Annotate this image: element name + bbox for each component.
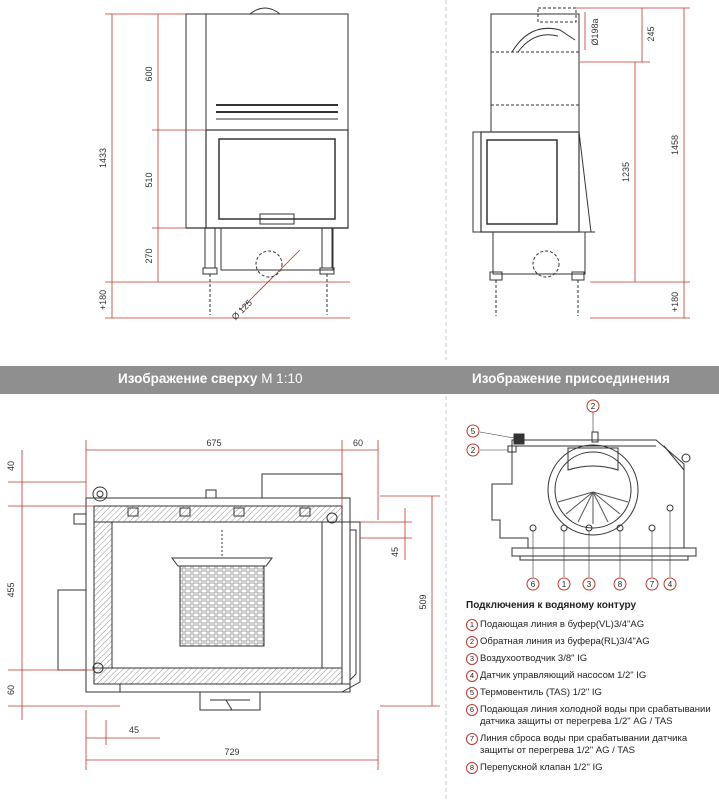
connection-legend: Подключения к водяному контуру 1 Подающа…	[466, 600, 716, 779]
connection-view	[491, 431, 697, 561]
dim-top-w729: 729	[224, 747, 239, 757]
legend-item-text: Воздухоотводчик 3/8" IG	[480, 653, 588, 664]
callout-left-2: 2	[471, 446, 476, 455]
top-view-heading: Изображение сверху M 1:10	[118, 371, 302, 386]
legend-item-text: Подающая линия в буфер(VL)3/4"AG	[480, 619, 645, 630]
callout-bottom-6: 6	[531, 580, 536, 589]
dim-top-w45: 45	[129, 725, 139, 735]
legend-item-number: 3	[466, 653, 478, 665]
legend-item: 7 Линия сброса воды при срабатывании дат…	[466, 733, 716, 757]
dim-side-plus180: +180	[670, 292, 680, 312]
callout-bottom-7: 7	[650, 580, 655, 589]
dim-front-plus180: +180	[98, 290, 108, 310]
legend-item: 8 Перепускной клапан 1/2" IG	[466, 762, 716, 774]
legend-item-text: Термовентиль (TAS) 1/2" IG	[480, 687, 602, 698]
dim-top-h45: 45	[390, 547, 400, 557]
legend-item-text: Перепускной клапан 1/2" IG	[480, 762, 603, 773]
top-view	[57, 473, 361, 711]
legend-item: 1 Подающая линия в буфер(VL)3/4"AG	[466, 619, 716, 631]
legend-item-number: 5	[466, 687, 478, 699]
legend-item: 2 Обратная линия из буфера(RL)3/4"AG	[466, 636, 716, 648]
dim-front-510: 510	[144, 172, 154, 187]
dim-top-h40: 40	[6, 461, 16, 471]
legend-title: Подключения к водяному контуру	[466, 600, 637, 611]
legend-item-number: 8	[466, 762, 478, 774]
dim-top-h455: 455	[6, 582, 16, 597]
callout-bottom-8: 8	[618, 580, 623, 589]
dim-top-675: 675	[206, 438, 221, 448]
callout-bottom-1: 1	[562, 580, 567, 589]
dim-top-h60: 60	[6, 685, 16, 695]
front-dimensions	[105, 13, 350, 319]
legend-item-text: Линия сброса воды при срабатывании датчи…	[480, 733, 688, 756]
dim-front-270: 270	[144, 248, 154, 263]
legend-item-number: 6	[466, 704, 478, 716]
legend-item-text: Датчик управляющий насосом 1/2" IG	[480, 670, 647, 681]
legend-item-text: Подающая линия холодной воды при срабаты…	[480, 704, 711, 727]
side-dimensions	[576, 7, 690, 319]
connection-leaders	[479, 412, 671, 577]
dim-front-total: 1433	[98, 148, 108, 168]
side-view	[472, 7, 595, 316]
callout-left-5: 5	[471, 427, 476, 436]
legend-item: 4 Датчик управляющий насосом 1/2" IG	[466, 670, 716, 682]
dim-front-600: 600	[144, 66, 154, 81]
dim-front-flue: Ø 125	[230, 298, 254, 322]
top-dimensions	[8, 440, 440, 770]
legend-item: 5 Термовентиль (TAS) 1/2" IG	[466, 687, 716, 699]
dim-top-60: 60	[353, 438, 363, 448]
front-view	[185, 7, 349, 315]
callout-bottom-4: 4	[668, 580, 673, 589]
dim-side-245: 245	[646, 26, 656, 41]
legend-item-number: 2	[466, 636, 478, 648]
top-view-scale: M 1:10	[261, 371, 303, 386]
legend-item: 6 Подающая линия холодной воды при сраба…	[466, 704, 716, 728]
legend-item: 3 Воздухоотводчик 3/8" IG	[466, 653, 716, 665]
dim-side-1458: 1458	[670, 135, 680, 155]
legend-item-text: Обратная линия из буфера(RL)3/4"AG	[480, 636, 650, 647]
top-view-title: Изображение сверху	[118, 371, 258, 386]
dim-side-flue: Ø198a	[590, 18, 600, 45]
section-band	[0, 366, 719, 394]
callout-top-2: 2	[591, 402, 596, 411]
callout-bottom-3: 3	[587, 580, 592, 589]
legend-item-number: 4	[466, 670, 478, 682]
legend-item-number: 1	[466, 619, 478, 631]
dim-side-1235: 1235	[621, 162, 631, 182]
connection-view-title: Изображение присоединения	[472, 371, 670, 386]
connection-callouts: 2 5 2 6 1 3 8 7 4	[466, 399, 677, 591]
legend-item-number: 7	[466, 733, 478, 745]
dim-top-h509: 509	[418, 594, 428, 609]
